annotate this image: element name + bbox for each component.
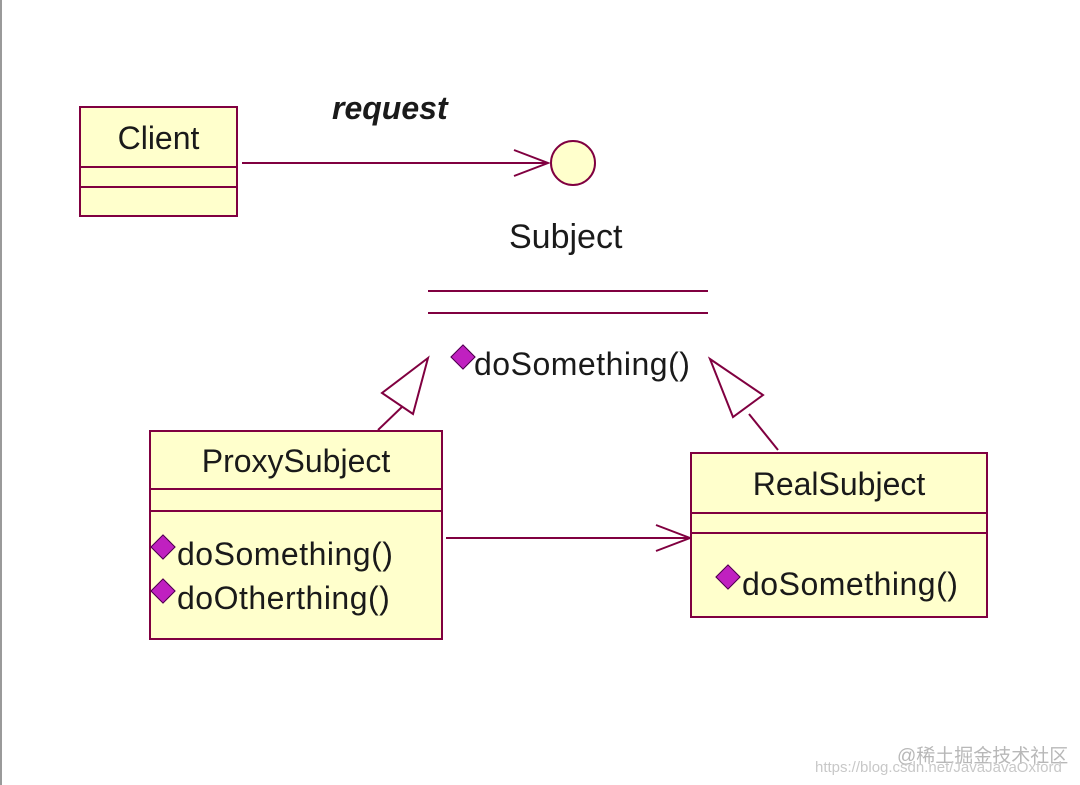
real-subject-class: RealSubject doSomething() (690, 452, 988, 618)
proxy-realization-line (377, 404, 405, 431)
real-subject-operations: doSomething() (692, 534, 986, 606)
proxy-subject-class-name: ProxySubject (151, 432, 441, 490)
real-realization-line (748, 413, 779, 451)
operation-icon (150, 534, 176, 560)
real-subject-attributes (692, 514, 986, 534)
real-realization-arrowhead (707, 356, 765, 419)
real-subject-class-name: RealSubject (692, 454, 986, 514)
proxy-operation-dosomething: doSomething() (150, 532, 441, 576)
left-border (0, 0, 2, 785)
real-operation-dosomething: doSomething() (715, 562, 986, 606)
request-arrowhead (513, 149, 551, 177)
proxy-operation-dootherthing: doOtherthing() (150, 576, 441, 620)
watermark-brand: @稀土掘金技术社区 (897, 746, 1069, 767)
client-class: Client (79, 106, 238, 217)
operation-icon (450, 344, 476, 370)
subject-interface-lollipop (550, 140, 596, 186)
proxy-realization-arrowhead (380, 355, 430, 416)
client-class-name: Client (81, 108, 236, 168)
subject-operation-label: doSomething() (474, 346, 691, 382)
proxy-operation-label: doSomething() (177, 536, 394, 572)
watermark-url: https://blog.csdn.net/JavaJavaOxford (815, 759, 1062, 776)
operation-icon (150, 578, 176, 604)
request-label: request (332, 90, 448, 126)
client-attributes (81, 168, 236, 188)
real-operation-label: doSomething() (742, 566, 959, 602)
subject-interface-name: Subject (509, 218, 623, 256)
proxy-operation-label: doOtherthing() (177, 580, 391, 616)
proxy-subject-attributes (151, 490, 441, 512)
subject-operation: doSomething() (450, 342, 691, 386)
proxy-subject-class: ProxySubject doSomething() doOtherthing(… (149, 430, 443, 640)
operation-icon (715, 564, 741, 590)
proxy-subject-operations: doSomething() doOtherthing() (150, 512, 441, 620)
